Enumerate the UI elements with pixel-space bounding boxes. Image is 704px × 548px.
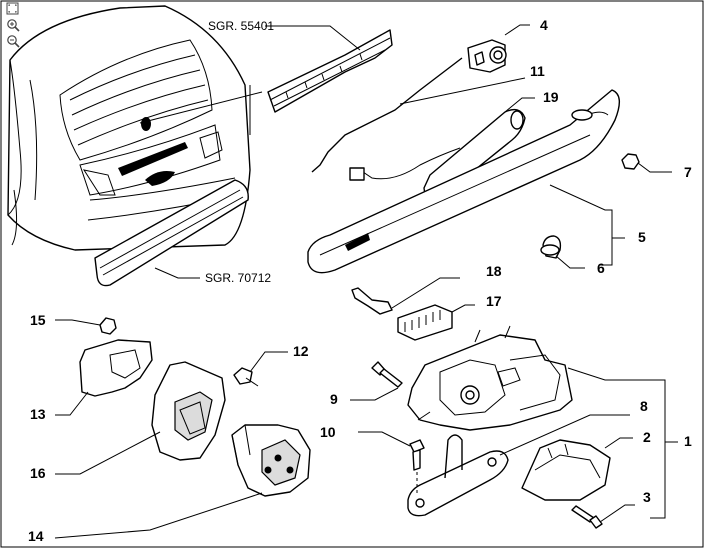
zoom-in-icon[interactable] (4, 18, 22, 32)
part-9-screw (371, 361, 403, 388)
callout-12: 12 (293, 343, 309, 359)
callout-1: 1 (684, 433, 692, 449)
part-13-bracket (79, 339, 153, 397)
part-8-striker (407, 434, 509, 517)
callout-7: 7 (684, 164, 692, 180)
part-1-lock-assembly (407, 325, 573, 431)
callout-13: 13 (30, 406, 46, 422)
callout-9: 9 (330, 391, 338, 407)
callout-18: 18 (486, 263, 502, 279)
callout-6: 6 (597, 260, 605, 276)
part-3-screw (571, 505, 603, 529)
callout-15: 15 (30, 312, 46, 328)
part-4-lock-cylinder (467, 39, 507, 73)
part-14-housing (231, 424, 311, 497)
part-15-nut (99, 317, 117, 335)
part-7-nut (621, 153, 640, 170)
callout-8: 8 (640, 398, 648, 414)
callout-5: 5 (638, 229, 646, 245)
sgr-reference-top: SGR. 55401 (208, 19, 274, 33)
callout-10: 10 (320, 424, 336, 440)
part-12-bolt (233, 367, 259, 387)
part-10-bolt (409, 439, 425, 495)
callout-14: 14 (28, 528, 44, 544)
part-5-handle-bar (307, 89, 620, 274)
part-18-connector-clip (351, 287, 393, 315)
callout-4: 4 (540, 17, 548, 33)
part-2-cover (521, 439, 611, 501)
sgr-reference-bottom: SGR. 70712 (205, 271, 271, 285)
callout-11: 11 (530, 63, 545, 79)
callout-2: 2 (643, 429, 651, 445)
callout-3: 3 (643, 489, 651, 505)
trim-part-sgr-55401 (267, 29, 393, 113)
part-11-release-rod (311, 57, 463, 173)
car-rear-view (7, 5, 251, 251)
fit-view-icon[interactable] (4, 2, 22, 16)
callout-17: 17 (486, 293, 502, 309)
part-17-connector-block (397, 304, 453, 341)
part-16-bumper-block (151, 361, 226, 461)
callout-19: 19 (543, 89, 559, 105)
zoom-out-icon[interactable] (4, 34, 22, 48)
part-6-grommet (540, 235, 562, 259)
callout-16: 16 (30, 465, 46, 481)
